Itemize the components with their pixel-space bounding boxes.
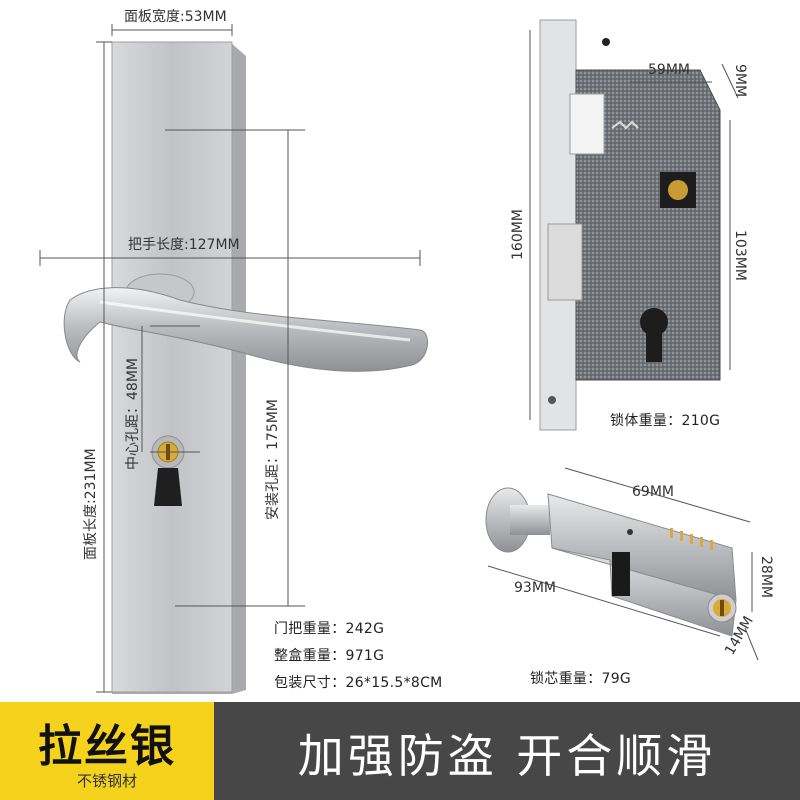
package-size: 包装尺寸：26*15.5*8CM — [274, 675, 443, 691]
lock-body-weight: 锁体重量：210G — [610, 413, 721, 429]
lock-body-dimension-lines — [529, 30, 739, 420]
handle-length-label: 把手长度:127MM — [128, 237, 240, 253]
cylinder-top-label: 69MM — [632, 484, 674, 500]
lock-body-inner-label: 103MM — [732, 230, 748, 281]
finish-badge: 拉丝银 不锈钢材 — [0, 702, 214, 800]
lock-body-depth-label: 9MM — [732, 64, 748, 98]
lock-body-width-label: 59MM — [648, 62, 690, 78]
slogan-text: 加强防盗 开合顺滑 — [297, 729, 717, 783]
mortise-lock-body — [539, 19, 721, 431]
box-weight: 整盒重量：971G — [274, 648, 385, 664]
lock-cylinder — [485, 487, 737, 637]
core-weight: 锁芯重量：79G — [530, 671, 632, 687]
cylinder-length-label: 93MM — [514, 580, 556, 596]
finish-subtitle: 不锈钢材 — [76, 772, 137, 790]
product-illustration — [39, 19, 759, 694]
face-plate — [111, 41, 246, 694]
panel-dimension-lines — [39, 24, 421, 693]
panel-length-label: 面板长度:231MM — [83, 448, 99, 560]
handle-lever — [63, 273, 428, 372]
finish-title: 拉丝银 — [38, 721, 176, 772]
cylinder-dimension-lines — [487, 467, 759, 661]
lock-body-height-label: 160MM — [510, 209, 526, 260]
panel-width-label: 面板宽度:53MM — [124, 9, 227, 25]
product-photo: 面板宽度:53MM 把手长度:127MM 中心孔距：48MM 安装孔距：175M… — [39, 9, 774, 694]
slogan-panel: 加强防盗 开合顺滑 — [214, 702, 800, 800]
install-hole-distance-label: 安装孔距：175MM — [265, 399, 281, 520]
handle-weight: 门把重量：242G — [274, 621, 385, 637]
cylinder-height-label: 28MM — [758, 556, 774, 598]
center-hole-distance-label: 中心孔距：48MM — [125, 358, 141, 470]
